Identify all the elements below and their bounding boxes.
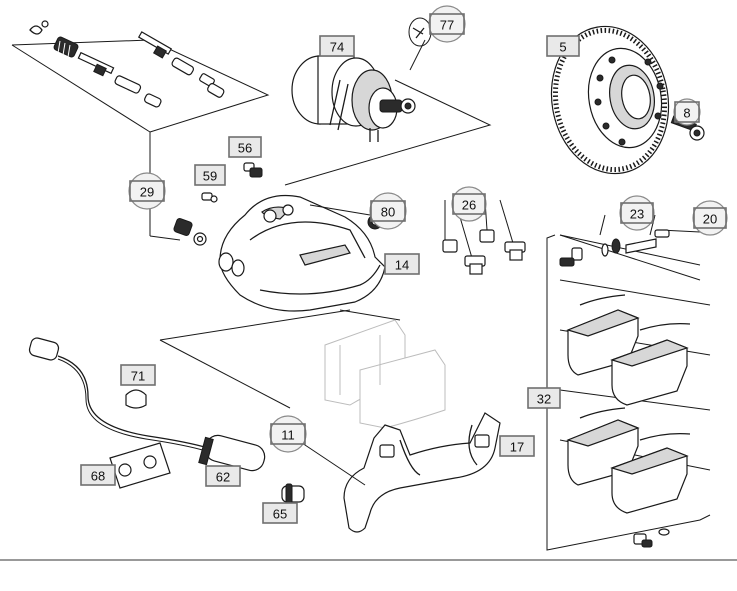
brake-chamber [284,17,492,186]
part-label-box [194,164,226,186]
part-label-box [384,253,420,275]
part-label-box [205,465,241,487]
part-label-20: 20 [692,200,728,236]
sensor-clip [281,483,305,505]
part-number: 8 [683,106,690,121]
part-label-80: 80 [369,192,407,230]
part-label-14: 14 [384,253,420,275]
vent-screws [201,162,263,203]
part-label-circle [673,98,701,126]
part-label-box [674,101,700,123]
part-label-box [319,35,355,57]
part-label-circle [269,415,307,453]
part-label-box [499,435,535,457]
part-label-circle [369,192,407,230]
part-label-box [228,136,262,158]
part-number: 32 [537,392,551,407]
part-number: 74 [330,40,344,55]
part-label-box [527,387,561,409]
part-label-11: 11 [269,415,307,453]
part-label-77: 77 [428,5,466,43]
part-label-box [693,207,727,229]
caliper-housing [218,194,386,312]
part-label-box [546,35,580,57]
part-label-71: 71 [120,364,156,386]
pin-kit-group [11,20,270,246]
part-number: 14 [395,258,409,273]
part-number: 77 [440,18,454,33]
brake-disc [550,25,670,175]
part-label-box [80,464,116,486]
part-label-circle [428,5,466,43]
part-label-8: 8 [673,98,701,126]
part-label-circle [619,195,655,231]
part-label-68: 68 [80,464,116,486]
part-label-box [120,364,156,386]
part-label-74: 74 [319,35,355,57]
part-number: 23 [630,207,644,222]
part-label-box [452,193,486,215]
part-number: 62 [216,470,230,485]
part-number: 65 [273,507,287,522]
part-number: 5 [559,40,566,55]
part-label-29: 29 [128,172,166,210]
part-label-box [620,202,654,224]
part-label-box [370,200,406,222]
part-label-59: 59 [194,164,226,186]
part-number: 11 [281,428,295,443]
part-number: 29 [140,185,154,200]
part-label-62: 62 [205,465,241,487]
pad-set-ghost [324,319,446,429]
part-label-65: 65 [262,502,298,524]
part-label-5: 5 [546,35,580,57]
part-labels: 77 74 5 8 56 59 29 80 26 23 20 14 71 32 11 17 68 62 65 [80,5,728,524]
part-number: 80 [381,205,395,220]
part-label-box [429,13,465,35]
part-label-17: 17 [499,435,535,457]
part-label-23: 23 [619,195,655,231]
part-label-56: 56 [228,136,262,158]
part-number: 59 [203,169,217,184]
part-label-box [262,502,298,524]
part-number: 71 [131,369,145,384]
part-label-circle [451,186,487,222]
part-label-circle [692,200,728,236]
part-number: 68 [91,469,105,484]
pad-kit-frame [546,214,711,551]
part-label-26: 26 [451,186,487,222]
caliper-carrier [343,412,501,533]
part-number: 26 [462,198,476,213]
guide-bushes [442,199,526,275]
part-label-box [270,423,306,445]
part-label-circle [128,172,166,210]
part-label-32: 32 [527,387,561,409]
part-number: 20 [703,212,717,227]
part-number: 17 [510,440,524,455]
wear-sensor [28,337,266,489]
part-label-box [129,180,165,202]
part-number: 56 [238,141,252,156]
